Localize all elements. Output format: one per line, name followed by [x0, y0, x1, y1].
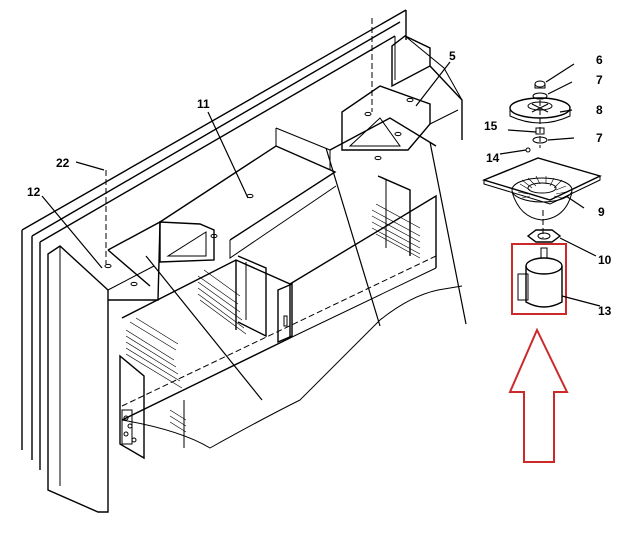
spacer-part [535, 127, 545, 135]
shelf-assembly [104, 85, 459, 301]
callout-8: 8 [596, 103, 603, 117]
callout-6: 6 [596, 53, 603, 67]
callout-labels: 5 6 7 8 15 7 14 9 10 13 11 22 12 [27, 49, 612, 318]
fan-plate-part [481, 157, 602, 221]
vent-hatching-left [125, 317, 183, 389]
leader-lines [41, 61, 601, 401]
callout-14: 14 [486, 151, 500, 165]
washer-bottom-part [532, 136, 548, 144]
vent-hatching-right [371, 203, 421, 259]
indicator-arrow-icon [508, 327, 569, 463]
motor-highlight-box [511, 243, 567, 315]
fan-assembly [481, 80, 602, 315]
callout-13: 13 [598, 304, 612, 318]
vent-hatching-middle [197, 269, 247, 335]
callout-10: 10 [598, 253, 612, 267]
callout-5: 5 [449, 49, 456, 63]
vent-hatching-lower [169, 409, 187, 433]
callout-7-bottom: 7 [596, 131, 603, 145]
mounting-ring-part [526, 229, 562, 243]
nut-part [534, 80, 546, 89]
left-end-panel [47, 245, 155, 513]
washer-top-part [532, 92, 548, 100]
callout-15: 15 [484, 119, 498, 133]
motor-part [517, 247, 563, 308]
callout-7-top: 7 [596, 73, 603, 87]
callout-22: 22 [56, 156, 70, 170]
callout-9: 9 [598, 205, 605, 219]
callout-11: 11 [197, 97, 210, 111]
cabinet-frame [21, 9, 463, 470]
impeller-hub-part [509, 97, 571, 124]
callout-12: 12 [27, 185, 41, 199]
lower-cabinet-body [119, 175, 463, 460]
pin-part [525, 147, 531, 153]
